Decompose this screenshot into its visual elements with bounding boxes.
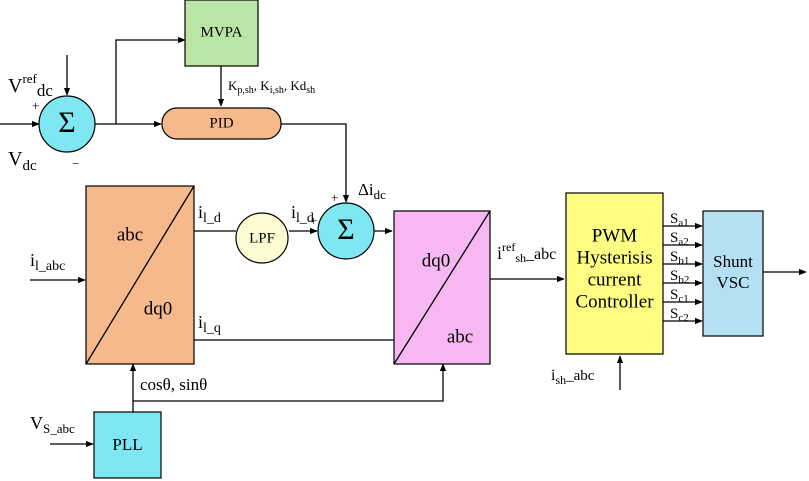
lpf-block: LPF [235, 212, 289, 264]
lpf-ellipse [235, 212, 289, 264]
sum1-symbol: Σ [58, 106, 75, 139]
switching-signal-arrows [663, 222, 703, 325]
sum2-plus-top: + [331, 190, 338, 205]
pid-block: PID [161, 107, 282, 140]
mvpa-label: MVPA [201, 24, 243, 40]
switch-label-c1: Sc1 [670, 287, 689, 305]
vsc-box [702, 210, 764, 337]
il-d-lpf-label: il_d [291, 202, 314, 226]
sum1-minus-bottom: − [72, 156, 79, 171]
lpf-label: LPF [249, 230, 275, 246]
switch-label-b2: Sb2 [670, 268, 689, 286]
cos-sin-label: cosθ, sinθ [140, 375, 207, 394]
inv-park-diagonal [393, 210, 491, 365]
iref-sh-abc-label: irefsh_abc [497, 240, 556, 265]
pid-label: PID [209, 115, 233, 131]
vdc-ref-label: Vrefdc [8, 71, 53, 100]
pwm-label-line2: Hysterisis [577, 247, 653, 268]
pwm-box [565, 192, 664, 355]
pwm-label-line4: Controller [575, 291, 654, 312]
sum1-circle [38, 95, 96, 153]
delta-idc-label: Δidc [358, 180, 386, 202]
wire-pid-to-sum2 [281, 123, 350, 203]
mvpa-box [184, 0, 259, 67]
mvpa-block: MVPA [184, 0, 259, 67]
il-q-label: il_q [198, 312, 221, 336]
switch-label-a1: Sa1 [670, 211, 689, 229]
wire-pll-to-invpark [133, 363, 447, 402]
sum2-plus-left: + [310, 213, 317, 228]
switch-label-b1: Sb1 [670, 249, 689, 267]
pid-box [161, 107, 282, 140]
il-abc-label: il_abc [30, 250, 65, 274]
pwm-label-line3: current [588, 269, 643, 290]
vsc-label-line1: Shunt [713, 252, 753, 271]
sum1-plus-top: + [32, 98, 39, 113]
park-top-label: abc [117, 224, 143, 245]
pll-box [93, 411, 162, 479]
il-d-park-label: il_d [198, 202, 221, 226]
vs-abc-label: VS_abc [30, 413, 75, 436]
inv-park-top-label: dq0 [422, 250, 451, 271]
pll-block: PLL [93, 411, 162, 479]
ish-abc-label: ish_abc [551, 367, 595, 387]
pwm-controller-block: PWM Hysterisis current Controller [565, 192, 664, 355]
sum2-circle [317, 202, 375, 260]
inverse-park-block: dq0 abc [393, 210, 491, 365]
park-bottom-label: dq0 [144, 298, 173, 319]
vdc-label: Vdc [8, 148, 37, 174]
inv-park-bottom-label: abc [447, 326, 473, 347]
shunt-vsc-block: Shunt VSC [702, 210, 764, 337]
park-diagonal [85, 185, 195, 365]
vsc-label-line2: VSC [716, 273, 749, 292]
switch-label-c2: Sc2 [670, 306, 689, 324]
sum1-junction: Σ [38, 95, 96, 153]
wires [0, 36, 807, 448]
park-transform-block: abc dq0 [85, 185, 195, 365]
switch-label-a2: Sa2 [670, 230, 689, 248]
sum2-symbol: Σ [337, 213, 354, 246]
pll-label: PLL [112, 435, 142, 454]
pwm-label-line1: PWM [592, 225, 638, 246]
pid-gains-label: Kp,sh, Ki,sh, Kdsh [228, 78, 315, 96]
wire-sum1-to-mvpa [115, 36, 186, 124]
sum2-junction: Σ [317, 202, 375, 260]
